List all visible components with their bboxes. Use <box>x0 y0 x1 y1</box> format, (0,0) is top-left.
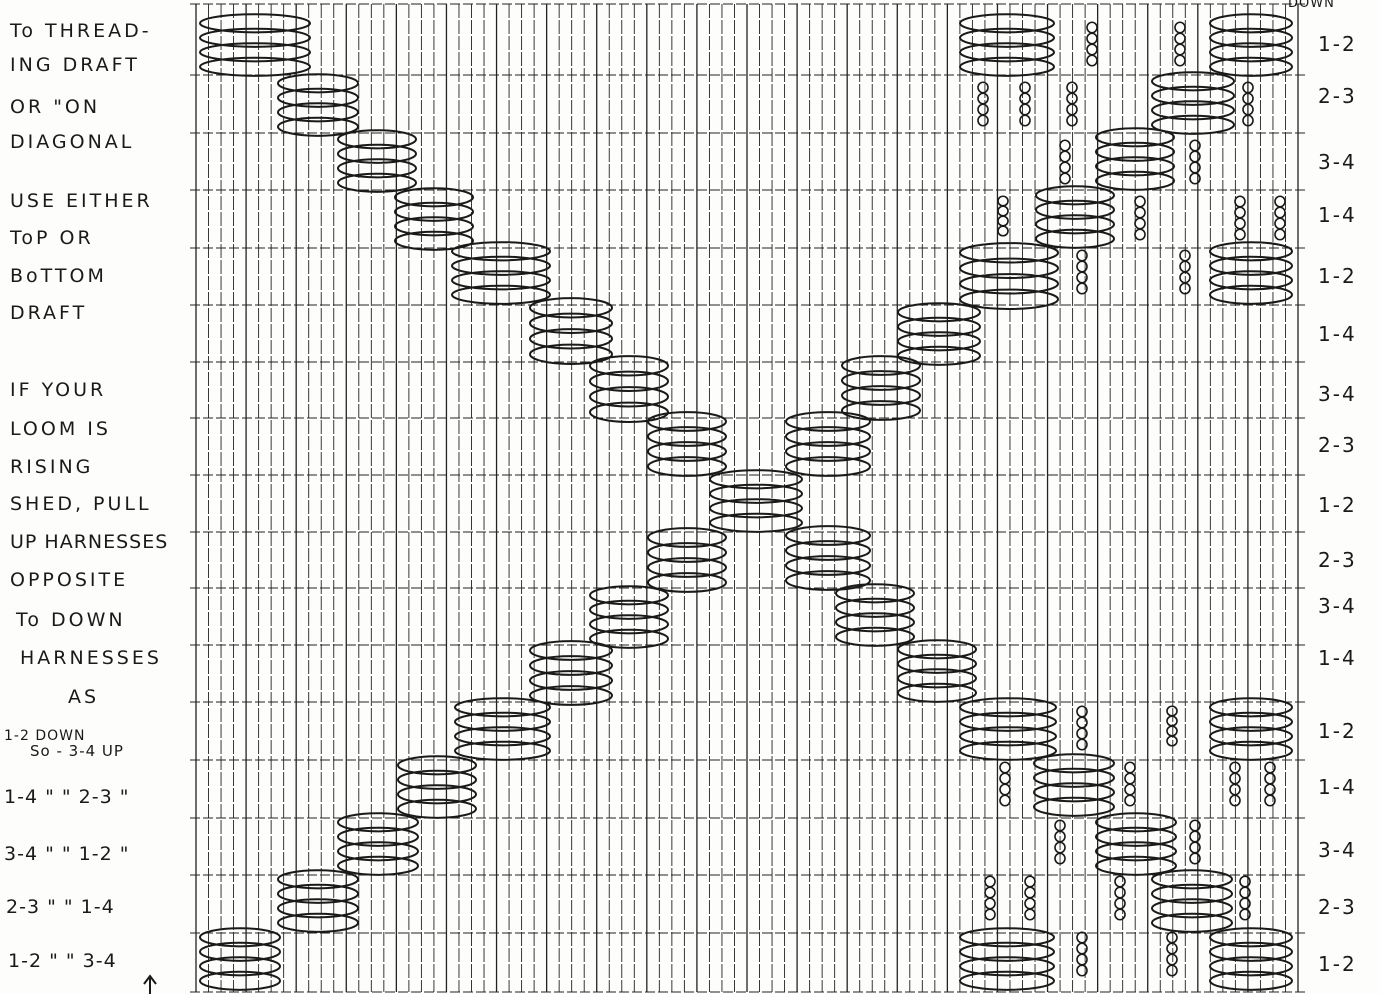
chain-mark <box>1115 876 1125 919</box>
chain-mark <box>1060 140 1070 183</box>
float-mark <box>786 526 870 590</box>
float-mark <box>960 698 1056 760</box>
note-line: 2-3 " " 1-4 <box>6 896 115 918</box>
harness-label: 3-4 <box>1318 382 1357 406</box>
chain-mark <box>985 876 995 919</box>
float-mark <box>530 641 612 705</box>
corner-label: DOWN <box>1288 0 1335 11</box>
note-line: 1-2 " " 3-4 <box>8 950 117 972</box>
chain-mark <box>1190 820 1200 863</box>
float-mark <box>960 928 1054 990</box>
harness-label: 2-3 <box>1318 548 1357 572</box>
float-mark <box>1210 14 1292 76</box>
float-mark <box>960 243 1058 309</box>
float-mark <box>338 130 416 192</box>
chain-mark <box>1025 876 1035 919</box>
arrow-up-icon <box>144 976 156 994</box>
note-line: USE EITHER <box>10 190 153 212</box>
chain-mark <box>1265 762 1275 805</box>
float-mark <box>1210 242 1292 304</box>
float-mark <box>1152 870 1232 932</box>
chain-mark <box>1067 82 1077 125</box>
harness-label: 1-2 <box>1318 952 1357 976</box>
note-line: AS <box>68 686 99 708</box>
chain-mark <box>1167 932 1177 975</box>
chain-mark <box>1087 22 1097 65</box>
chain-mark <box>998 196 1008 236</box>
chain-mark <box>1125 762 1135 805</box>
note-line: OPPOSITE <box>10 569 128 591</box>
float-mark <box>1034 754 1114 816</box>
harness-label: 3-4 <box>1318 150 1357 174</box>
float-mark <box>842 356 920 420</box>
chain-mark <box>1175 22 1185 65</box>
float-mark <box>1210 928 1292 990</box>
harness-label: 1-2 <box>1318 32 1357 56</box>
float-mark <box>1096 813 1176 875</box>
note-line: OR "ON <box>10 96 100 118</box>
float-mark <box>1210 698 1292 760</box>
float-mark <box>898 303 980 365</box>
harness-label: 2-3 <box>1318 84 1357 108</box>
harness-label: 3-4 <box>1318 838 1357 862</box>
harness-label: 1-4 <box>1318 322 1357 346</box>
chain-mark <box>978 82 988 125</box>
chain-mark <box>1235 196 1245 239</box>
float-mark <box>530 298 612 364</box>
chain-mark <box>1275 196 1285 239</box>
note-line: DRAFT <box>10 302 87 324</box>
harness-label: 1-2 <box>1318 264 1357 288</box>
chain-mark <box>1020 82 1030 125</box>
note-line: DIAGONAL <box>10 131 134 153</box>
note-line: UP HARNESSES <box>10 531 168 553</box>
note-line: To THREAD- <box>10 20 152 42</box>
harness-label: 1-2 <box>1318 719 1357 743</box>
float-mark <box>452 242 550 304</box>
chain-mark <box>1000 762 1010 805</box>
note-line: RISING <box>10 456 93 478</box>
note-line: ToP OR <box>10 227 94 249</box>
float-mark <box>200 14 310 76</box>
float-mark <box>960 14 1054 76</box>
note-line: So - 3-4 UP <box>30 742 124 760</box>
note-line: HARNESSES <box>20 647 162 669</box>
note-line: To DOWN <box>16 609 126 631</box>
float-mark <box>455 698 550 760</box>
note-line: 1-4 " " 2-3 " <box>4 786 129 808</box>
harness-label: 1-2 <box>1318 493 1357 517</box>
harness-label: 1-4 <box>1318 646 1357 670</box>
note-line: BoTTOM <box>10 265 107 287</box>
note-line: 3-4 " " 1-2 " <box>4 843 129 865</box>
float-mark <box>590 356 668 422</box>
harness-label: 1-4 <box>1318 775 1357 799</box>
float-mark <box>590 586 668 648</box>
float-mark <box>398 756 476 818</box>
note-line: LOOM IS <box>10 418 111 440</box>
harness-label: 3-4 <box>1318 594 1357 618</box>
float-mark <box>200 928 280 990</box>
harness-label: 1-4 <box>1318 203 1357 227</box>
harness-label: 2-3 <box>1318 895 1357 919</box>
float-mark <box>786 412 870 476</box>
note-line: IF YOUR <box>10 379 106 401</box>
float-mark <box>710 470 802 532</box>
float-mark <box>1152 72 1234 134</box>
harness-label: 2-3 <box>1318 433 1357 457</box>
note-line: SHED, PULL <box>10 493 152 515</box>
chain-mark <box>1167 706 1177 746</box>
note-line: ING DRAFT <box>10 54 140 76</box>
chain-mark <box>1190 140 1200 183</box>
float-mark <box>338 813 418 875</box>
chain-mark <box>1135 196 1145 239</box>
